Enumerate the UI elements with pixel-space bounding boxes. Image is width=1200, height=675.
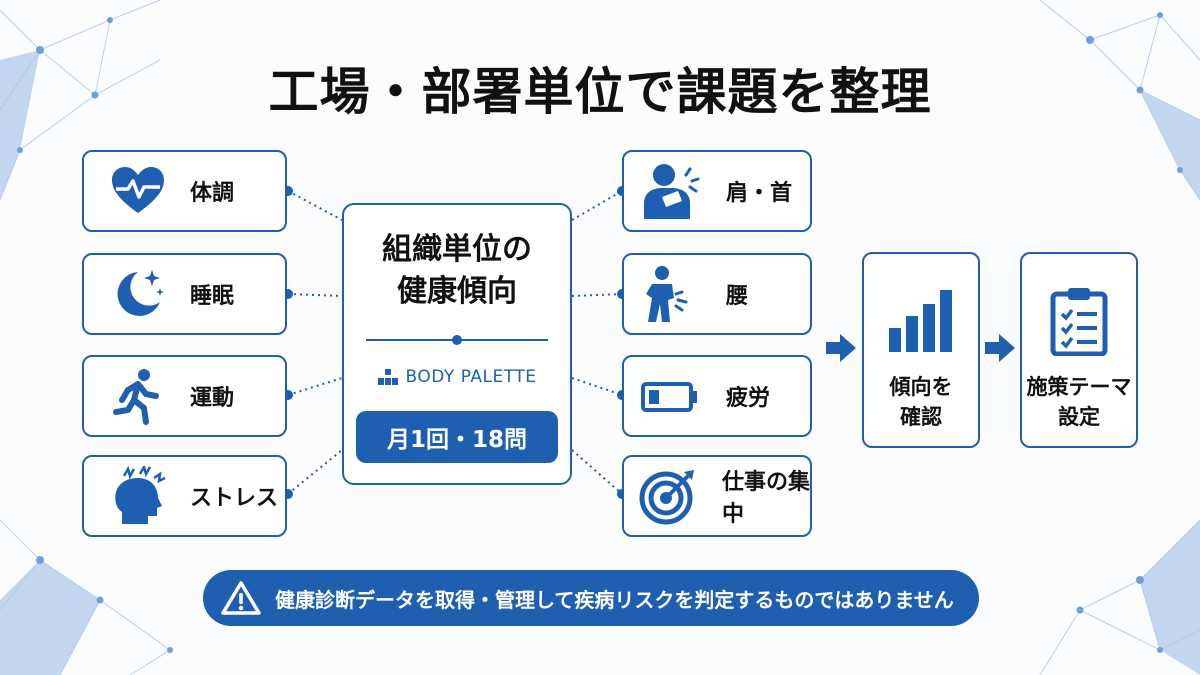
disclaimer-banner: 健康診断データを取得・管理して疾病リスクを判定するものではありません [203,570,979,626]
back-pain-icon [638,262,702,326]
brand-mark-icon [377,369,398,385]
moon-stars-icon [106,262,170,326]
right-card-work-focus: 仕事の集中 [622,455,812,537]
right-card-label: 肩・首 [726,181,793,206]
bar-chart-icon [864,284,978,356]
left-card-label: 体調 [190,181,235,206]
disclaimer-text: 健康診断データを取得・管理して疾病リスクを判定するものではありません [275,587,954,612]
running-person-icon [106,364,170,428]
low-battery-icon [638,364,702,428]
center-heading-line: 組織単位の [382,232,532,267]
left-card-label: 睡眠 [190,284,235,309]
step-card-set-themes: 施策テーマ 設定 [1020,252,1138,448]
divider-dot [452,335,462,345]
center-heading: 組織単位の 健康傾向 [344,229,570,313]
step-label-line: 傾向を [889,375,953,399]
warning-icon [221,581,261,615]
left-card-exercise: 運動 [82,355,287,437]
heart-pulse-icon [106,159,170,223]
left-card-label: 運動 [190,386,235,411]
right-card-fatigue: 疲労 [622,355,812,437]
brand-name: BODY PALETTE [405,367,537,387]
right-card-label: 疲労 [726,386,771,411]
right-card-label: 仕事の集中 [722,470,811,527]
page-title: 工場・部署単位で課題を整理 [268,63,932,121]
shoulder-pain-icon [638,159,702,223]
frequency-badge: 月1回・18問 [356,411,558,463]
stressed-head-icon [106,464,170,528]
arrow-right-icon [985,334,1015,362]
left-card-condition: 体調 [82,150,287,232]
right-card-lower-back: 腰 [622,253,812,335]
step-label: 傾向を 確認 [864,372,978,432]
left-card-label: ストレス [190,486,279,511]
step-label-line: 施策テーマ [1026,375,1132,399]
step-card-check-trends: 傾向を 確認 [862,252,980,448]
left-card-stress: ストレス [82,455,287,537]
right-card-label: 腰 [726,284,749,309]
left-card-sleep: 睡眠 [82,253,287,335]
center-heading-line: 健康傾向 [397,274,517,309]
center-summary-box: 組織単位の 健康傾向 BODY PALETTE 月1回・18問 [342,203,572,485]
right-card-shoulder-neck: 肩・首 [622,150,812,232]
step-label-line: 確認 [900,405,942,429]
target-icon [638,464,698,528]
brand-logo: BODY PALETTE [344,367,570,387]
step-label: 施策テーマ 設定 [1022,372,1136,432]
arrow-right-icon [826,334,856,362]
clipboard-checklist-icon [1022,284,1136,356]
step-label-line: 設定 [1058,405,1100,429]
